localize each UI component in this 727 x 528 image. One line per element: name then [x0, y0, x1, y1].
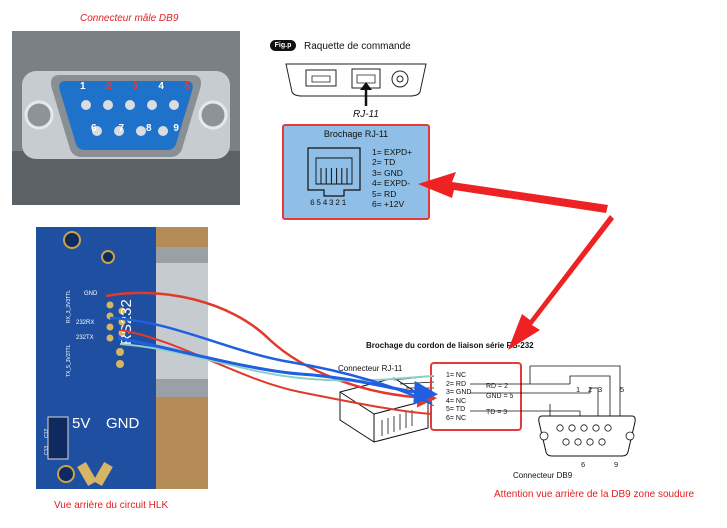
db9-pin-5: 5: [620, 385, 625, 394]
db9-pin-3: 3: [598, 385, 603, 394]
hlk-gnd-label: GND: [84, 291, 98, 297]
cord-pin-entry: 2= RD: [446, 380, 467, 388]
cord-pin-entry: 6= NC: [446, 414, 467, 422]
hlk-5v-label: 5V: [72, 415, 91, 432]
rj11-plug-drawing: [339, 375, 435, 443]
hlk-rs232-label: RS232: [118, 299, 135, 345]
hlk-c12-label: C12: [44, 428, 50, 438]
remote-title: Raquette de commande: [304, 41, 411, 52]
hlk-rx-ttl-label: RX_3_3V3TTL: [66, 289, 72, 323]
rj11-pin-entry: 5= RD: [372, 188, 397, 199]
cord-pin-entry: 3= GND: [446, 389, 472, 397]
arrow-to-pinout: [418, 172, 608, 213]
rj11-pin-entry: 2= TD: [372, 157, 396, 168]
rj11-jack-label: RJ-11: [353, 109, 379, 120]
db9-photo-bottom-pin-6: 6: [91, 123, 97, 134]
cord-map-gnd: GND = 5: [486, 393, 514, 400]
cord-map-rd: RD = 2: [486, 383, 508, 390]
db9-photo-pin-dot: [169, 100, 179, 110]
hlk-tx-ttl-label: TX_5_3V3TTL: [66, 344, 72, 377]
db9-photo-top-pin-5: 5: [184, 81, 190, 92]
db9-photo-top-pin-4: 4: [158, 81, 164, 92]
rj11-socket-icon: [307, 147, 361, 197]
hlk-back-caption: Vue arrière du circuit HLK: [54, 500, 169, 511]
db9-pin-9: 9: [614, 460, 619, 469]
cord-wiring-drawing: [470, 365, 636, 457]
db9-photo-bottom-pin-9: 9: [173, 123, 179, 134]
cord-title: Brochage du cordon de liaison série RS-2…: [366, 341, 534, 350]
rj11-pin-entry: 3= GND: [372, 167, 403, 178]
rj11-pin-numbers: 654321: [310, 199, 348, 208]
hlk-gnd-silk-label: GND: [106, 415, 140, 432]
db9-pin-6: 6: [581, 460, 586, 469]
rj11-pin-entry: 1= EXPD+: [372, 147, 413, 157]
db9-photo-pin-dot: [136, 126, 146, 136]
cord-pin-entry: 1= NC: [446, 372, 467, 379]
remote-drawing: [285, 63, 427, 106]
db9-photo-pin-dot: [147, 100, 157, 110]
rj11-pin-entry: 6= +12V: [372, 199, 405, 210]
hlk-board-photo: GND 232RX 232TX RS232 5V GND TX_5_3V3TTL…: [36, 227, 208, 489]
hlk-232rx-label: 232RX: [76, 320, 95, 326]
db9-male-caption: Connecteur mâle DB9: [80, 13, 179, 24]
cord-pin-entry: 4= NC: [446, 397, 467, 405]
db9-warning-caption: Attention vue arrière de la DB9 zone sou…: [494, 489, 695, 500]
cord-db9-label: Connecteur DB9: [513, 471, 573, 480]
db9-photo-pin-dot: [92, 126, 102, 136]
db9-pin-1: 1: [576, 385, 581, 394]
db9-pin-2: 2: [588, 385, 593, 394]
rj11-pinout-title: Brochage RJ-11: [323, 129, 389, 139]
db9-photo-pin-dot: [103, 100, 113, 110]
arrow-to-cord: [508, 215, 614, 350]
hlk-232tx-label: 232TX: [76, 335, 94, 341]
rj11-pin-entry: 4= EXPD-: [372, 178, 411, 189]
db9-photo-pin-dot: [81, 100, 91, 110]
fig-label: Fig.p: [270, 40, 296, 51]
db9-male-photo: 1 2 3 4 5 6 7 8 9: [12, 31, 240, 205]
hlk-c13-label: C13: [44, 445, 50, 455]
db9-photo-bottom-pin-8: 8: [145, 123, 152, 134]
db9-photo-bottom-pin-7: 7: [118, 123, 125, 134]
db9-photo-top-pin-1: 1: [80, 81, 86, 92]
db9-photo-top-pin-2: 2: [106, 81, 112, 92]
db9-photo-pin-dot: [114, 126, 124, 136]
db9-photo-pin-dot: [158, 126, 168, 136]
db9-photo-top-pin-3: 3: [132, 81, 138, 92]
cord-pin-entry: 5= TD: [446, 406, 466, 414]
db9-photo-pin-dot: [125, 100, 135, 110]
cord-map-td: TD = 3: [486, 409, 508, 416]
